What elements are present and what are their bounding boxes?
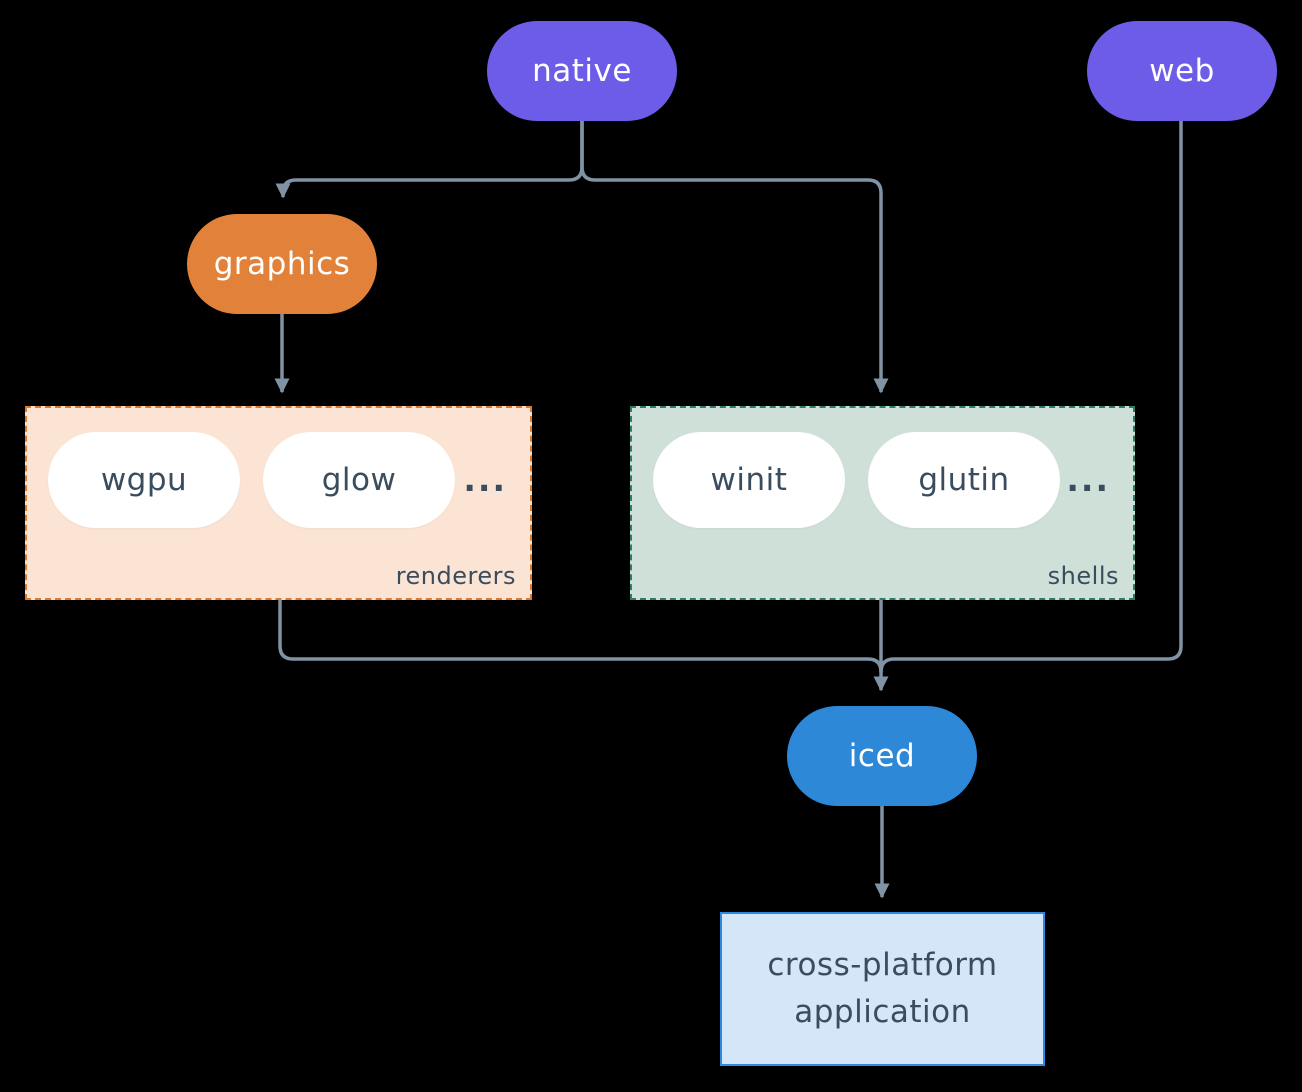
node-native-label: native <box>532 53 632 89</box>
node-winit-label: winit <box>710 462 788 498</box>
node-wgpu: wgpu <box>48 432 240 528</box>
renderers-group-label: renderers <box>395 562 516 590</box>
node-glutin: glutin <box>868 432 1060 528</box>
shells-ellipsis: ... <box>1066 460 1110 499</box>
connector-native-to-graphics <box>275 121 584 199</box>
node-native: native <box>487 21 677 121</box>
node-winit: winit <box>653 432 845 528</box>
connector-native-to-shells <box>580 121 889 394</box>
node-web: web <box>1087 21 1277 121</box>
node-cross-platform-application: cross-platform application <box>720 912 1045 1066</box>
connector-renderers-to-merge <box>278 600 883 673</box>
shells-group-label: shells <box>1047 562 1119 590</box>
node-web-label: web <box>1149 53 1215 89</box>
node-iced-label: iced <box>848 738 916 774</box>
node-glutin-label: glutin <box>918 462 1010 498</box>
node-graphics-label: graphics <box>213 246 351 282</box>
group-shells: winit glutin ... shells <box>630 406 1135 600</box>
node-glow-label: glow <box>321 462 397 498</box>
application-label-line1: cross-platform <box>767 947 998 983</box>
node-glow: glow <box>263 432 455 528</box>
application-label-line2: application <box>794 994 971 1030</box>
group-renderers: wgpu glow ... renderers <box>25 406 532 600</box>
node-iced: iced <box>787 706 977 806</box>
node-graphics: graphics <box>187 214 377 314</box>
node-wgpu-label: wgpu <box>100 462 188 498</box>
renderers-ellipsis: ... <box>463 460 507 499</box>
